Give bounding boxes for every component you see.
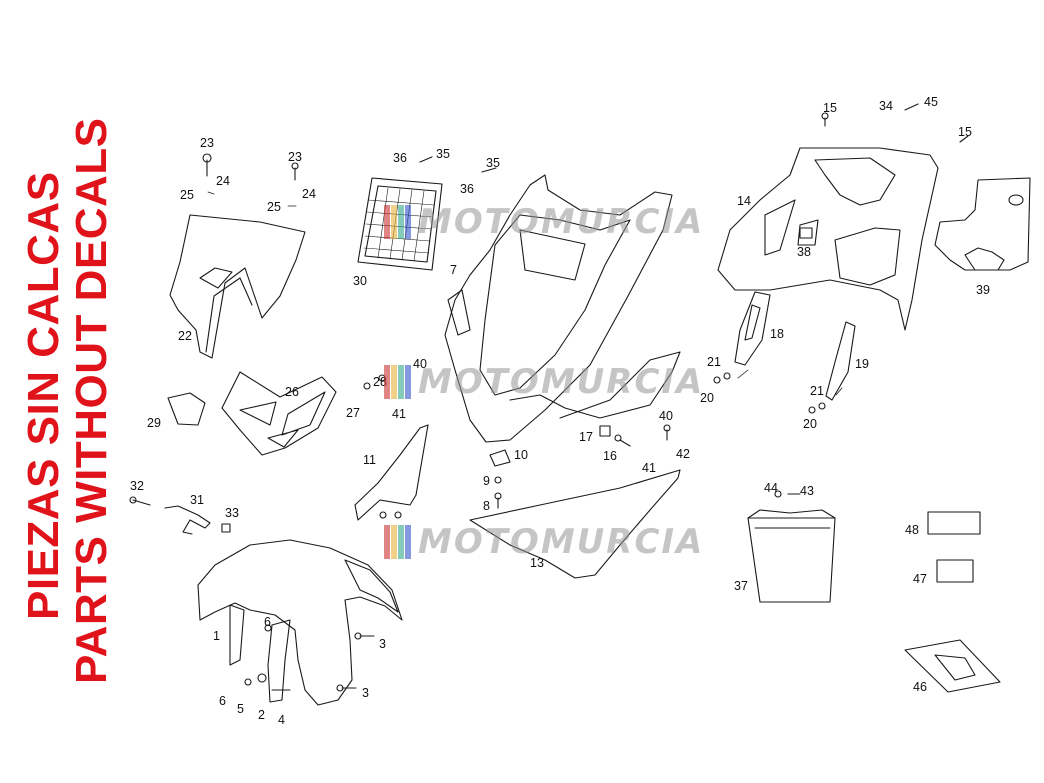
label-28: 28 [373, 375, 387, 389]
label-27: 27 [346, 406, 360, 420]
label-6b: 6 [264, 615, 271, 629]
watermark-3: MOTOMURCIA [418, 522, 705, 562]
label-34: 34 [879, 99, 893, 113]
label-30: 30 [353, 274, 367, 288]
label-21b: 21 [810, 384, 824, 398]
label-3b: 3 [362, 686, 369, 700]
watermark-stripes-2 [384, 365, 414, 399]
label-38: 38 [797, 245, 811, 259]
label-40a: 40 [413, 357, 427, 371]
label-18: 18 [770, 327, 784, 341]
part-37-box [747, 509, 836, 603]
part-39-rear-cover [934, 177, 1031, 271]
part-19-bracket [825, 321, 856, 401]
label-8: 8 [483, 499, 490, 513]
part-31-guide [164, 505, 211, 535]
label-20a: 20 [700, 391, 714, 405]
part-7-front-fairing [444, 174, 681, 443]
label-13: 13 [530, 556, 544, 570]
label-14: 14 [737, 194, 751, 208]
label-33: 33 [225, 506, 239, 520]
label-6a: 6 [219, 694, 226, 708]
part-48-label [927, 511, 981, 535]
label-24a: 24 [216, 174, 230, 188]
label-5: 5 [237, 702, 244, 716]
part-11-side-panel [354, 424, 429, 521]
label-25b: 25 [267, 200, 281, 214]
label-23a: 23 [200, 136, 214, 150]
label-9: 9 [483, 474, 490, 488]
label-46: 46 [913, 680, 927, 694]
label-20b: 20 [803, 417, 817, 431]
part-18-bracket [734, 291, 771, 366]
leader-lines [207, 191, 843, 396]
label-41b: 41 [642, 461, 656, 475]
label-31: 31 [190, 493, 204, 507]
label-35a: 35 [436, 147, 450, 161]
watermark-stripes-1 [384, 205, 414, 239]
label-25a: 25 [180, 188, 194, 202]
label-48: 48 [905, 523, 919, 537]
label-2: 2 [258, 708, 265, 722]
label-23b: 23 [288, 150, 302, 164]
label-15b: 15 [958, 125, 972, 139]
label-36b: 36 [460, 182, 474, 196]
label-10: 10 [514, 448, 528, 462]
label-26: 26 [285, 385, 299, 399]
label-47: 47 [913, 572, 927, 586]
part-13-lower-panel [469, 469, 681, 579]
label-39: 39 [976, 283, 990, 297]
label-15a: 15 [823, 101, 837, 115]
label-24b: 24 [302, 187, 316, 201]
part-labels: 1 2 3 3 4 5 6 6 7 8 9 10 11 13 14 15 15 … [130, 95, 990, 727]
label-1: 1 [213, 629, 220, 643]
part-29-lens [167, 392, 206, 426]
label-43: 43 [800, 484, 814, 498]
label-16: 16 [603, 449, 617, 463]
watermark-1: MOTOMURCIA [418, 202, 705, 242]
label-45: 45 [924, 95, 938, 109]
label-42: 42 [676, 447, 690, 461]
label-19: 19 [855, 357, 869, 371]
label-17: 17 [579, 430, 593, 444]
watermark-stripes-3 [384, 525, 414, 559]
label-36a: 36 [393, 151, 407, 165]
label-4: 4 [278, 713, 285, 727]
label-35b: 35 [486, 156, 500, 170]
label-11: 11 [363, 453, 376, 467]
part-1-mudguard [197, 539, 403, 706]
label-37: 37 [734, 579, 748, 593]
part-46-decal [904, 639, 1001, 693]
part-26-trim [221, 371, 337, 456]
part-22-shield [169, 214, 306, 359]
label-32: 32 [130, 479, 144, 493]
label-41a: 41 [392, 407, 406, 421]
label-29: 29 [147, 416, 161, 430]
label-7: 7 [450, 263, 457, 277]
label-22: 22 [178, 329, 192, 343]
label-40b: 40 [659, 409, 673, 423]
label-44: 44 [764, 481, 778, 495]
label-3a: 3 [379, 637, 386, 651]
label-21a: 21 [707, 355, 721, 369]
part-47-label [936, 559, 974, 583]
part-14-inner-panel [717, 147, 939, 331]
watermark-2: MOTOMURCIA [418, 362, 705, 402]
hardware [129, 103, 969, 692]
